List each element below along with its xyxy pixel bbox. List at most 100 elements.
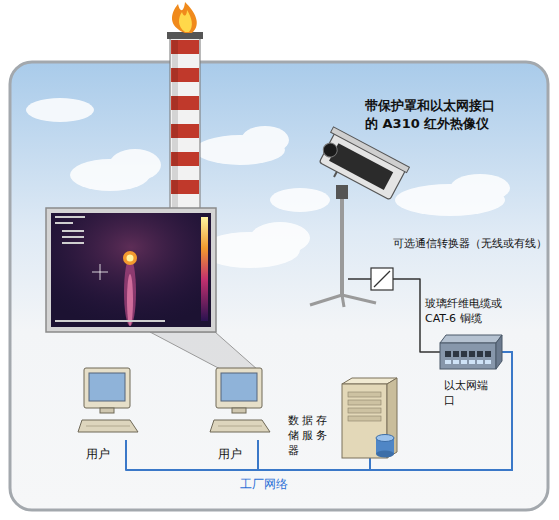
camera-drawing-part — [340, 195, 344, 297]
pc-drawing-part — [221, 373, 257, 401]
thermal-camera: 带保护罩和以太网接口的 A310 红外热像仪 — [318, 135, 348, 305]
server-icon — [342, 378, 397, 458]
thermal-image-callout-part — [150, 332, 258, 370]
edge-label: 玻璃纤维电缆或 CAT-6 铜缆 — [425, 297, 509, 327]
network-label: 工厂网络 — [240, 477, 288, 493]
thermal-image-callout-part — [46, 208, 216, 332]
thermal-image-callout-part — [62, 242, 84, 244]
thermal-image-callout-part — [123, 251, 137, 265]
factory-network-link — [126, 352, 512, 470]
camera-title: 带保护罩和以太网接口的 A310 红外热像仪 — [365, 97, 503, 132]
clouds-part — [109, 149, 161, 181]
frame-panel — [10, 62, 548, 510]
camera-link — [348, 278, 371, 280]
server-drawing-part — [348, 416, 381, 421]
switch-drawing-part — [477, 360, 483, 364]
switch-drawing-part — [453, 360, 459, 364]
thermal-image-callout-part — [51, 213, 211, 327]
camera-icon — [318, 135, 348, 305]
converter-drawing — [371, 268, 393, 290]
thermal-image-callout-part — [127, 255, 134, 262]
comm-converter: 可选通信转换器（无线或有线） — [371, 268, 393, 290]
pc-drawing-part — [84, 368, 130, 408]
thermal-image-callout — [46, 208, 258, 370]
switch-drawing-part — [440, 335, 502, 343]
converter-drawing-part — [371, 268, 393, 290]
thermal-image-callout-part — [62, 236, 84, 238]
converter-icon — [371, 268, 393, 290]
pc-drawing — [78, 368, 138, 432]
clouds-part — [26, 98, 94, 122]
camera-drawing-part — [342, 295, 376, 303]
server-drawing-part — [348, 400, 381, 405]
pc-drawing-part — [100, 408, 114, 413]
thermal-image-callout-part — [55, 216, 85, 218]
thermal-image-callout-part — [124, 258, 136, 326]
switch-drawing-part — [453, 351, 459, 357]
camera-drawing-part — [310, 295, 342, 305]
switch-drawing-part — [485, 360, 491, 364]
clouds-part — [241, 126, 289, 154]
server-label: 数据存储服务器 — [288, 414, 332, 459]
camera-drawing-part — [342, 295, 344, 307]
clouds-part — [250, 222, 310, 254]
converter-drawing-part — [374, 271, 390, 287]
ethernet-switch: 以太网端口 — [440, 335, 502, 369]
thermal-image-callout-part — [55, 320, 165, 322]
server-drawing-part — [348, 408, 381, 413]
switch-drawing-part — [440, 343, 496, 369]
factory-network-link — [370, 352, 512, 470]
flame-part — [172, 2, 197, 33]
thermal-image-callout-part — [51, 213, 211, 327]
camera-drawing — [310, 127, 409, 307]
switch-label: 以太网端口 — [444, 379, 492, 409]
switch-drawing-part — [496, 335, 502, 369]
thermal-image-callout-part — [62, 230, 84, 232]
switch-drawing-part — [485, 351, 491, 357]
pc-icon — [78, 368, 138, 440]
pc-drawing-part — [78, 420, 138, 432]
switch-drawing-part — [445, 351, 451, 357]
switch-drawing-part — [445, 360, 451, 364]
chimney-part — [172, 40, 178, 216]
camera-drawing-part-part — [321, 141, 340, 160]
switch-drawing-part — [461, 360, 467, 364]
camera-drawing-part — [313, 127, 410, 206]
thermal-image-callout-part — [201, 217, 208, 321]
pc-drawing-part — [86, 426, 130, 427]
data-server: 数据存储服务器 — [342, 378, 397, 458]
chimney — [167, 32, 203, 216]
clouds-part — [450, 174, 510, 202]
pc-drawing-part — [232, 408, 246, 413]
converter-label: 可选通信转换器（无线或有线） — [393, 237, 547, 252]
server-drawing-part — [376, 435, 394, 442]
chimney-part — [170, 36, 200, 216]
switch-drawing — [440, 335, 502, 369]
thermal-image-callout-part — [55, 222, 73, 224]
user-pc: 用户 — [210, 368, 270, 440]
factory-network-link — [258, 352, 512, 470]
flame — [172, 2, 197, 33]
switch-drawing-part — [461, 351, 467, 357]
pc-drawing-part — [210, 420, 270, 432]
clouds-part — [270, 188, 330, 212]
user-label: 用户 — [86, 446, 110, 462]
user-pc: 用户 — [78, 368, 138, 440]
switch-drawing-part — [469, 351, 475, 357]
camera-drawing-part — [336, 185, 348, 199]
thermal-image-callout-part — [127, 274, 133, 326]
server-drawing-part — [348, 392, 381, 397]
chimney-part — [167, 32, 203, 39]
thermal-image-callout-part — [100, 264, 101, 280]
pc-icon — [210, 368, 270, 440]
camera-drawing-part-part — [329, 143, 393, 190]
camera-drawing-part-part — [334, 172, 337, 177]
pc-drawing-part — [89, 373, 125, 401]
switch-drawing-part — [477, 351, 483, 357]
server-drawing — [342, 378, 397, 458]
switch-drawing-part — [469, 360, 475, 364]
